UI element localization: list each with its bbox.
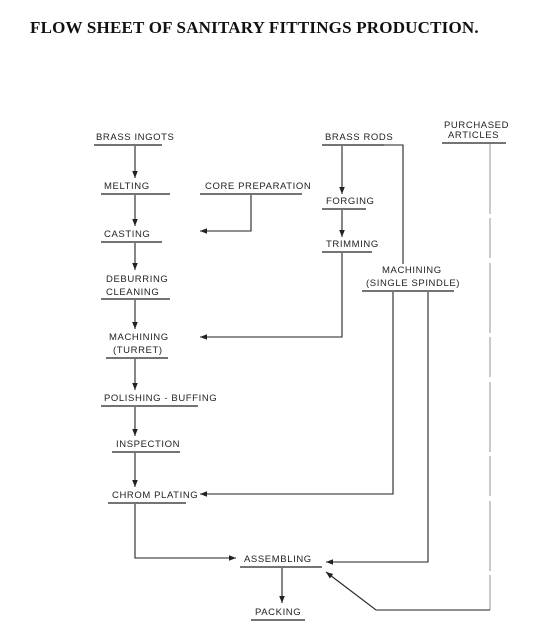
node-forging: FORGING	[326, 196, 375, 207]
node-core-preparation: CORE PREPARATION	[205, 181, 311, 192]
node-machining-single-line2: (SINGLE SPINDLE)	[366, 278, 460, 289]
arrow-plating-to-assembling	[134, 504, 236, 561]
node-machining-turret-line2: (TURRET)	[113, 345, 163, 356]
node-chrom-plating: CHROM PLATING	[112, 490, 198, 501]
node-machining-single-line1: MACHINING	[382, 265, 442, 276]
node-inspection: INSPECTION	[116, 439, 180, 450]
node-casting: CASTING	[104, 229, 150, 240]
node-purchased-line1: PURCHASED	[444, 120, 509, 131]
node-deburring-line1: DEBURRING	[106, 274, 168, 285]
node-brass-rods: BRASS RODS	[325, 132, 393, 143]
arrow-single-to-plating	[200, 292, 394, 497]
page-title: FLOW SHEET OF SANITARY FITTINGS PRODUCTI…	[30, 18, 479, 37]
node-polishing: POLISHING - BUFFING	[104, 393, 217, 404]
line-rods-to-single-spindle	[384, 144, 404, 264]
arrow-purchased-to-assembling	[325, 571, 490, 611]
node-trimming: TRIMMING	[326, 239, 379, 250]
node-machining-turret-line1: MACHINING	[109, 332, 169, 343]
node-purchased-line2: ARTICLES	[448, 130, 499, 141]
arrow-single-to-assembling	[326, 292, 429, 565]
arrow-core-to-casting	[200, 195, 252, 234]
node-deburring-line2: CLEANING	[106, 287, 159, 298]
node-melting: MELTING	[104, 181, 150, 192]
node-brass-ingots: BRASS INGOTS	[96, 132, 174, 143]
node-packing: PACKING	[255, 607, 301, 618]
arrow-trimming-to-turret	[200, 253, 343, 340]
node-assembling: ASSEMBLING	[244, 554, 312, 565]
